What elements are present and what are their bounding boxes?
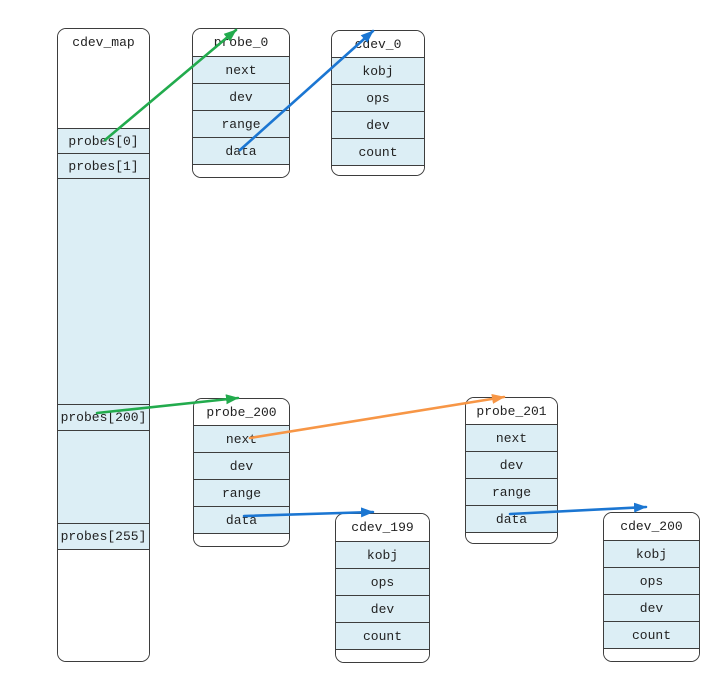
box-footer: [332, 165, 424, 175]
struct-box-probe-0: probe_0 next dev range data: [192, 28, 290, 178]
struct-box-probe-201: probe_201 next dev range data: [465, 397, 558, 544]
array-entry-probes-1: probes[1]: [58, 153, 149, 178]
elided-entries-region: [58, 178, 149, 404]
field-row-ops: ops: [332, 84, 424, 111]
box-footer: [336, 649, 429, 662]
field-row-dev: dev: [194, 452, 289, 479]
field-row-dev: dev: [336, 595, 429, 622]
field-row-kobj: kobj: [336, 541, 429, 568]
empty-region: [58, 549, 149, 661]
struct-box-cdev-199: cdev_199 kobj ops dev count: [335, 513, 430, 663]
field-row-range: range: [194, 479, 289, 506]
field-row-dev: dev: [466, 451, 557, 478]
field-row-ops: ops: [604, 567, 699, 594]
field-row-data: data: [466, 505, 557, 532]
struct-box-probe-200: probe_200 next dev range data: [193, 398, 290, 547]
box-title-probe-201: probe_201: [466, 398, 557, 424]
box-title-probe-200: probe_200: [194, 399, 289, 425]
field-row-count: count: [604, 621, 699, 648]
array-entry-probes-255: probes[255]: [58, 523, 149, 549]
array-entry-probes-0: probes[0]: [58, 128, 149, 153]
field-row-kobj: kobj: [604, 540, 699, 567]
elided-entries-region: [58, 430, 149, 523]
field-row-ops: ops: [336, 568, 429, 595]
box-title-probe-0: probe_0: [193, 29, 289, 56]
box-footer: [194, 533, 289, 546]
struct-box-cdev-0: cdev_0 kobj ops dev count: [331, 30, 425, 176]
box-title-cdev-map: cdev_map: [58, 29, 149, 56]
field-row-range: range: [466, 478, 557, 505]
field-row-dev: dev: [332, 111, 424, 138]
box-title-cdev-200: cdev_200: [604, 513, 699, 540]
box-footer: [604, 648, 699, 661]
field-row-next: next: [194, 425, 289, 452]
field-row-data: data: [193, 137, 289, 164]
box-footer: [193, 164, 289, 177]
field-row-range: range: [193, 110, 289, 137]
box-footer: [466, 532, 557, 543]
box-title-cdev-199: cdev_199: [336, 514, 429, 541]
field-row-count: count: [336, 622, 429, 649]
box-title-cdev-0: cdev_0: [332, 31, 424, 57]
field-row-next: next: [193, 56, 289, 83]
struct-box-cdev-200: cdev_200 kobj ops dev count: [603, 512, 700, 662]
field-row-dev: dev: [193, 83, 289, 110]
field-row-data: data: [194, 506, 289, 533]
array-entry-probes-200: probes[200]: [58, 404, 149, 430]
field-row-next: next: [466, 424, 557, 451]
struct-box-cdev-map: cdev_map probes[0] probes[1] probes[200]…: [57, 28, 150, 662]
field-row-kobj: kobj: [332, 57, 424, 84]
empty-region: [58, 56, 149, 128]
field-row-count: count: [332, 138, 424, 165]
field-row-dev: dev: [604, 594, 699, 621]
